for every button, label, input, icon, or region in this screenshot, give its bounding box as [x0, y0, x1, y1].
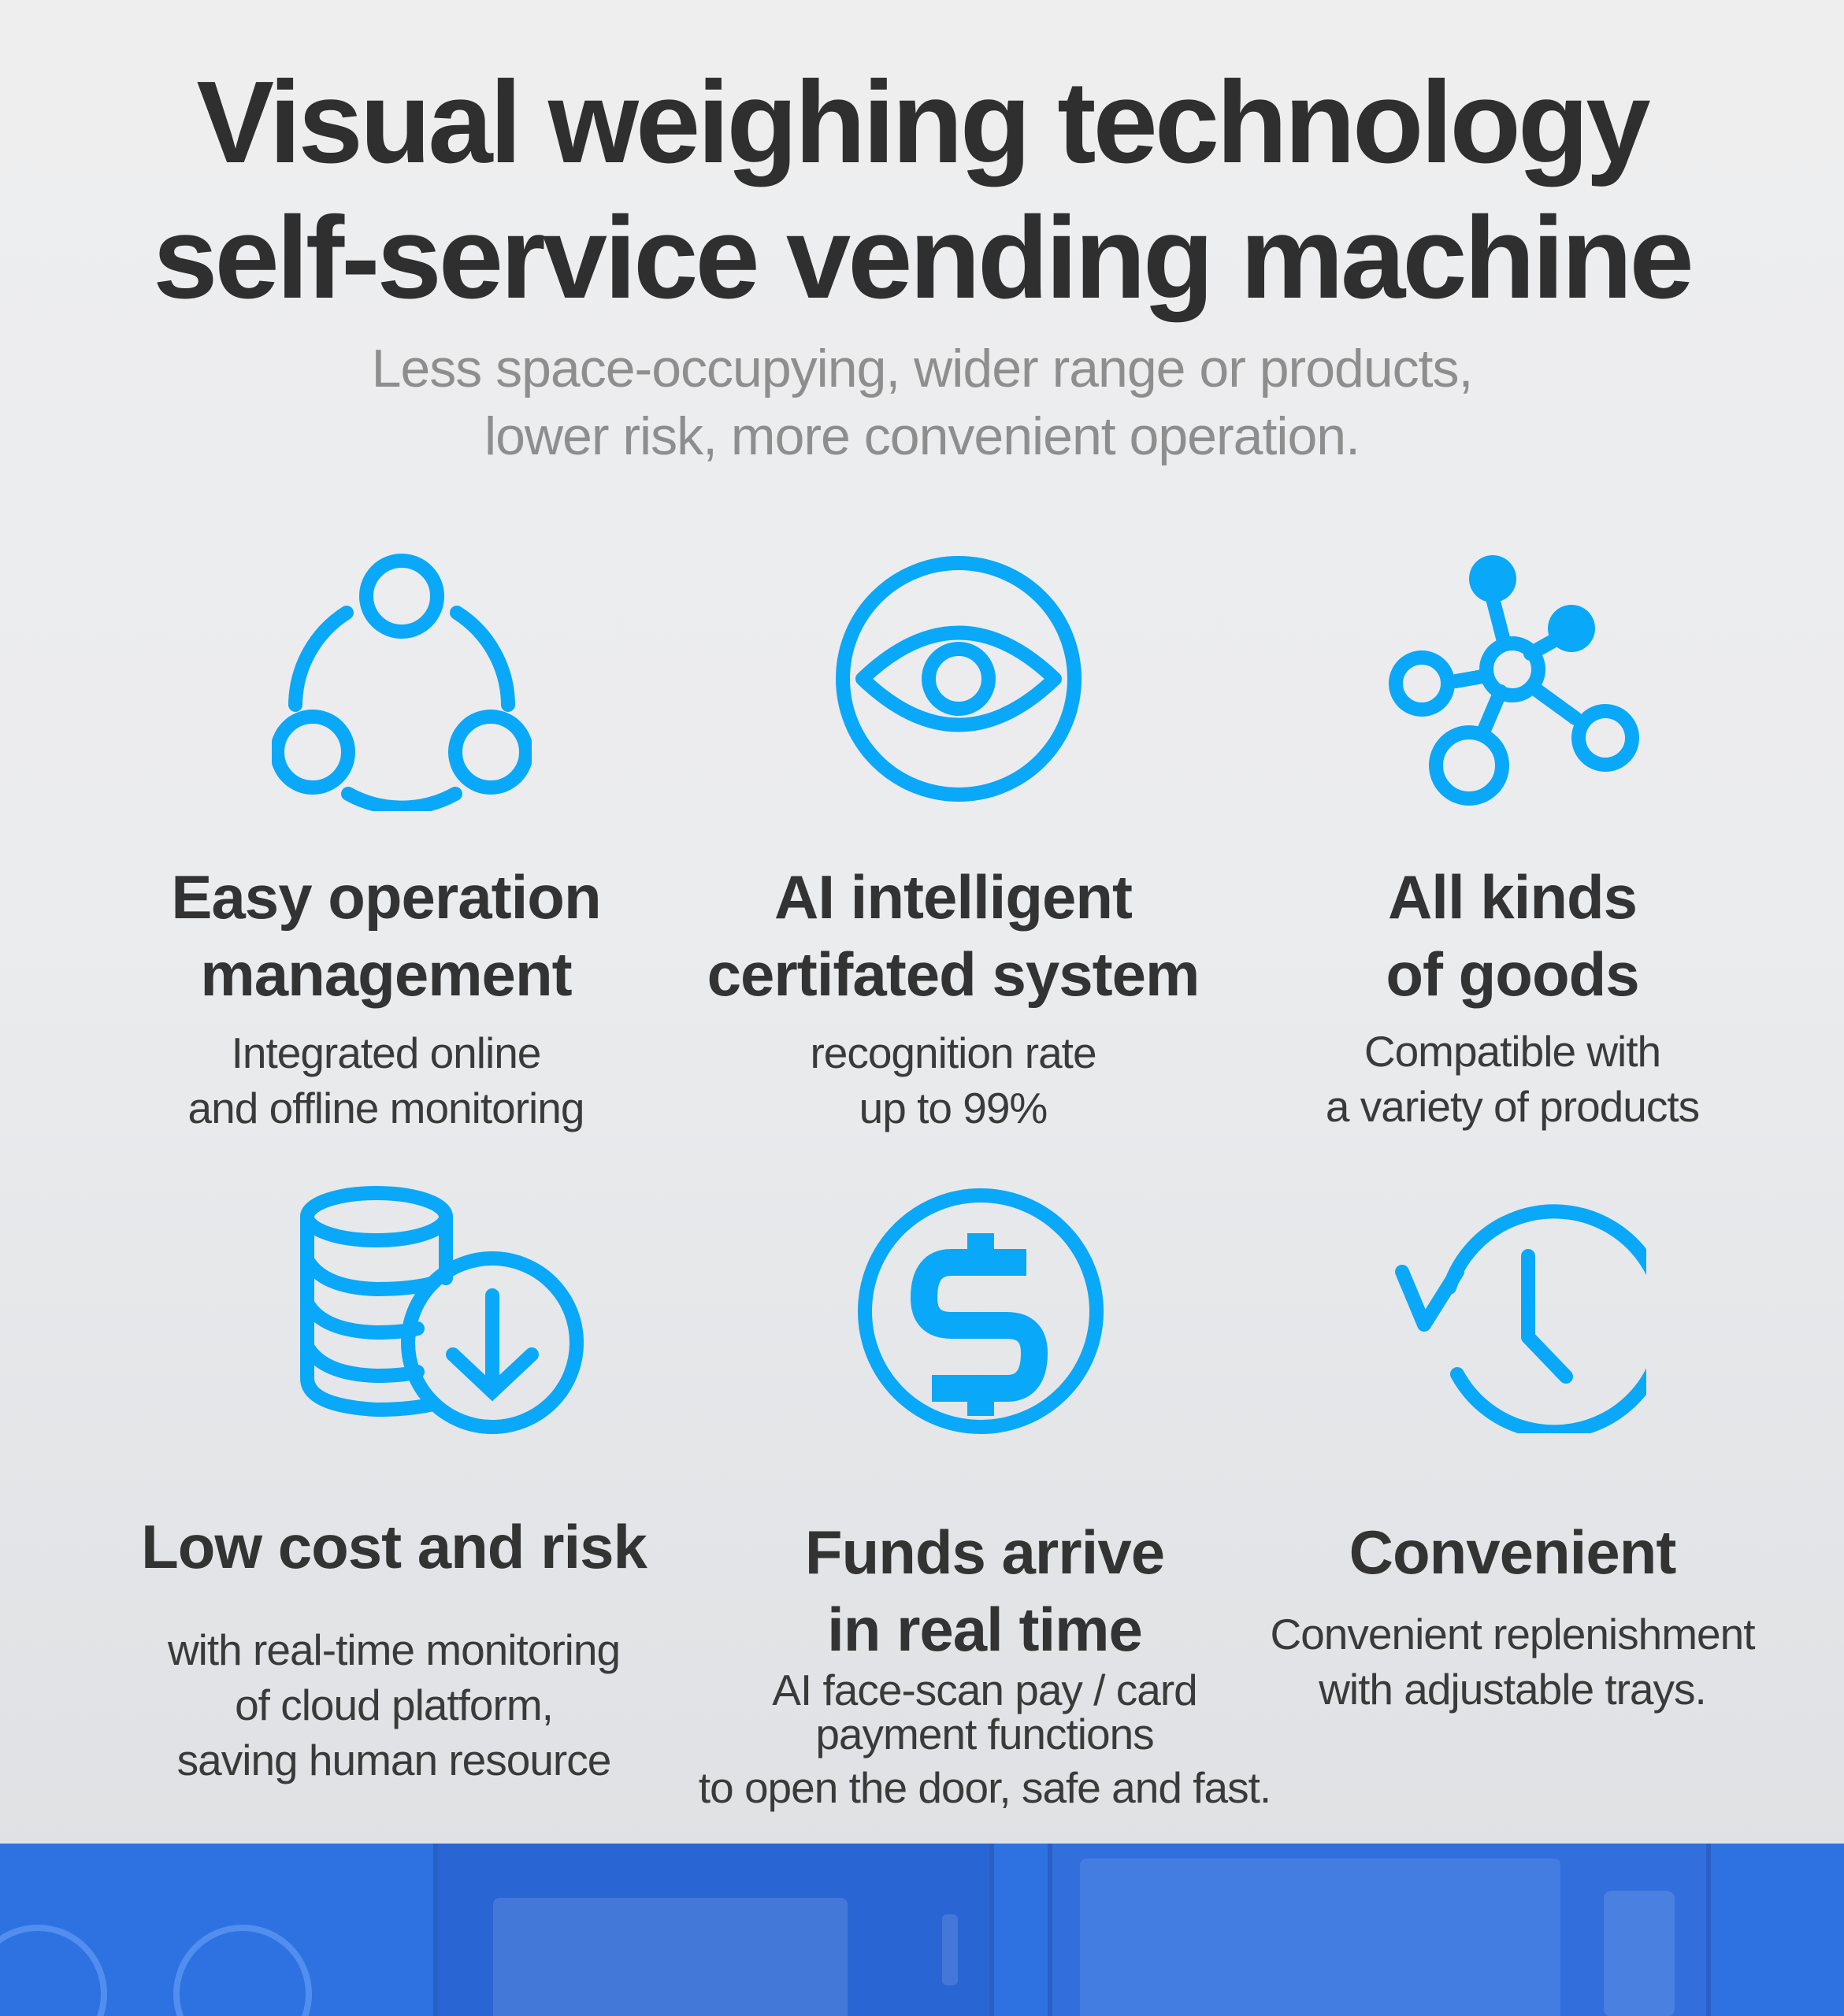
- feature-title-line: management: [200, 939, 572, 1009]
- molecule-nodes-icon: [1386, 551, 1646, 811]
- drinks-machine-image: [1048, 1844, 1711, 2016]
- eye-icon: [835, 555, 1083, 803]
- feature-desc-line: AI face-scan pay / card: [772, 1666, 1198, 1714]
- title-line-2: self-service vending machine: [153, 193, 1694, 323]
- feature-title-easy-operation: Easy operation management: [110, 858, 662, 1013]
- feature-title-line: of goods: [1386, 939, 1639, 1009]
- title-line-1: Visual weighing technology: [196, 57, 1650, 187]
- feature-title-all-kinds: All kinds of goods: [1237, 858, 1788, 1013]
- feature-title-line: Funds arrive: [804, 1518, 1165, 1587]
- feature-desc-line: to open the door, safe and fast.: [698, 1763, 1271, 1812]
- feature-desc-funds-arrive: AI face-scan pay / card payment function…: [630, 1668, 1339, 1810]
- history-clock-icon: [1386, 1197, 1646, 1433]
- feature-title-convenient: Convenient: [1237, 1514, 1788, 1591]
- door-handle: [942, 1914, 958, 1985]
- feature-desc-low-cost: with real-time monitoring of cloud platf…: [87, 1622, 701, 1788]
- feature-desc-easy-operation: Integrated online and offline monitoring: [110, 1025, 662, 1136]
- feature-desc-line: of cloud platform,: [235, 1681, 554, 1729]
- feature-title-ai-intelligent: AI intelligent certifated system: [677, 858, 1229, 1013]
- dollar-circle-icon: [857, 1188, 1105, 1436]
- feature-title-line: Easy operation: [171, 862, 601, 932]
- feature-desc-line: recognition rate: [810, 1028, 1096, 1077]
- feature-desc-line: saving human resource: [176, 1736, 612, 1784]
- subtitle-line-2: lower risk, more convenient operation.: [484, 406, 1360, 466]
- decorative-arc: [0, 1925, 107, 2016]
- feature-desc-convenient: Convenient replenishment with adjustable…: [1205, 1606, 1820, 1717]
- snack-machine-image: [433, 1844, 994, 2016]
- feature-desc-line: Convenient replenishment: [1270, 1610, 1756, 1658]
- feature-desc-line: Integrated online: [231, 1028, 542, 1077]
- feature-title-line: in real time: [827, 1595, 1143, 1664]
- feature-title-low-cost: Low cost and risk: [87, 1508, 701, 1585]
- feature-title-line: AI intelligent: [774, 862, 1133, 932]
- feature-title-funds-arrive: Funds arrive in real time: [709, 1514, 1260, 1668]
- snack-shelf: [493, 1898, 848, 2016]
- network-circle-icon: [272, 551, 532, 811]
- page-title: Visual weighing technology self-service …: [0, 55, 1844, 326]
- keypad-panel: [1604, 1891, 1675, 2016]
- feature-title-line: certifated system: [707, 939, 1200, 1009]
- feature-title-line: Convenient: [1349, 1518, 1677, 1587]
- page-subtitle: Less space-occupying, wider range or pro…: [0, 335, 1844, 470]
- feature-desc-line: payment functions: [815, 1710, 1154, 1758]
- feature-desc-line: a variety of products: [1325, 1082, 1700, 1131]
- subtitle-line-1: Less space-occupying, wider range or pro…: [371, 339, 1474, 398]
- feature-desc-line: up to 99%: [859, 1084, 1048, 1132]
- coins-download-icon: [299, 1185, 591, 1437]
- feature-desc-line: with real-time monitoring: [167, 1625, 621, 1674]
- vending-machine-photo-band: [0, 1844, 1844, 2016]
- feature-desc-ai-intelligent: recognition rate up to 99%: [677, 1025, 1229, 1136]
- decorative-arc: [173, 1925, 312, 2016]
- feature-desc-line: with adjustable trays.: [1319, 1665, 1707, 1714]
- feature-desc-line: Compatible with: [1364, 1027, 1661, 1076]
- feature-title-line: All kinds: [1387, 862, 1638, 932]
- feature-title-line: Low cost and risk: [141, 1512, 647, 1581]
- feature-desc-line: and offline monitoring: [187, 1084, 585, 1132]
- feature-desc-all-kinds: Compatible with a variety of products: [1237, 1024, 1788, 1134]
- bottle-shelf: [1080, 1858, 1560, 2016]
